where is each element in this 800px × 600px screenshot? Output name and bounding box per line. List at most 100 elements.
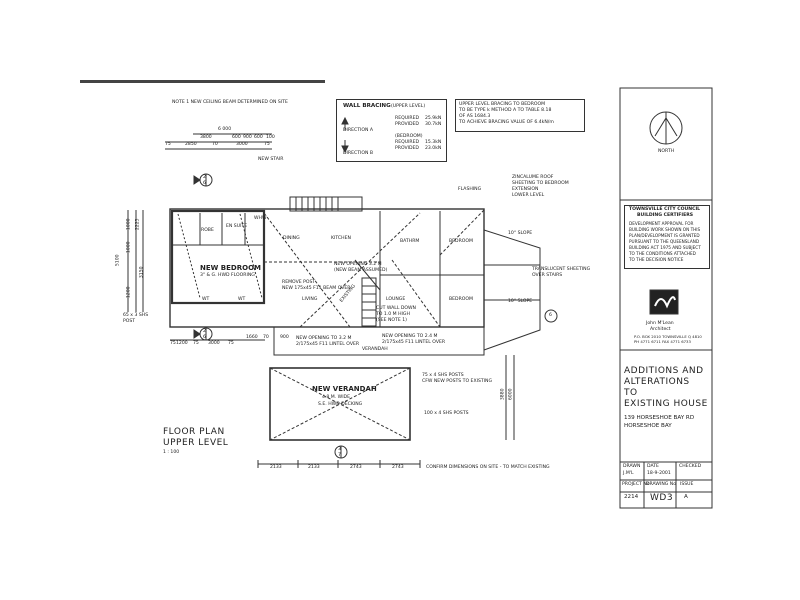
opening-left-1: NEW OPENING TO 3.2 M [296,336,352,341]
project-title-3: TO [624,388,638,398]
translucent-1: TRANSLUCENT SHEETING [532,267,591,272]
provided-a-label: PROVIDED [395,122,419,127]
plan-title-line1: FLOOR PLAN [163,427,225,437]
room-kitchen: KITCHEN [331,236,351,241]
section-6-top: 6 [203,181,206,186]
wall-bracing-title: WALL BRACING [343,103,391,109]
issue-value: A [684,494,688,500]
section-6-bottom: 6 [203,335,206,340]
council-stamp: TOWNSVILLE CITY COUNCIL BUILDING CERTIFI… [624,205,710,269]
dim-top-r1-1: 600 [232,135,241,140]
dim-verandah-0: 2133 [270,465,282,470]
room-lounge: LOUNGE [386,297,406,302]
shs-posts-1a: 75 x 4 SHS POSTS [422,373,464,378]
dim-verandah-1: 2133 [308,465,320,470]
dim-left-0: 1000 [126,218,132,231]
new-opening-1: NEW OPENING 3.2 M [334,262,382,267]
room-new-verandah-sub1: 4.8 M. WIDE [322,395,350,400]
section-6-right: 6 [549,313,552,318]
new-opening-2: (NEW BEAM ASSUMED) [334,268,388,273]
zincalume-3: EXTENSION [512,187,539,192]
dim-right-2: 6000 [508,388,514,401]
plan-title-line2: UPPER LEVEL [163,438,229,448]
approval-6: TO THE CONDITIONS ATTACHED [629,251,696,256]
scan-edge-bar [80,80,325,83]
council-name: TOWNSVILLE CITY COUNCIL [629,207,701,212]
dim-top-r2-3: 3000 [236,142,248,147]
provided-b-value: 23.0kN [425,146,442,151]
architect-addr-2: PH 4771 6711 FAX 4771 6733 [634,339,691,344]
shs-posts-1b: CFW NEW POSTS TO EXISTING [422,379,493,384]
required-b-value: 15.3kN [425,140,442,145]
dim-left-4: 3150 [139,266,145,279]
cut-wall-3: (SEE NOTE 1) [376,318,407,323]
upper-bracing-line1: UPPER LEVEL BRACING TO BEDROOM [459,102,546,107]
dim-top-r2-2: 70 [212,142,218,147]
provided-a-value: 30.7kN [425,122,442,127]
room-dining: DINING [283,236,300,241]
address-2: HORSESHOE BAY [624,423,672,429]
dim-bot-6: 70 [263,335,269,340]
room-new-verandah-sub2: S.E. HWD DECKING [318,402,363,407]
dim-top-r2-0: 75 [165,142,171,147]
shs-post-left-2: POST [123,319,136,324]
dim-left-3: 1200 [126,286,132,299]
checked-label: CHECKED [679,464,702,469]
dim-top-r1-0: 3800 [200,135,212,140]
dim-top-r1-4: 100 [266,135,275,140]
architect-addr-1: P.O. BOX 2010 TOWNSVILLE Q 4810 [634,334,702,339]
room-robe: ROBE [201,228,214,233]
upper-bracing-line3: OF AS 1684.3 [459,114,491,119]
drawn-value: J.M'L [623,471,634,476]
section-2-bottom: 2 [203,329,206,334]
slope-2: 10° SLOPE [508,299,533,304]
whw-label: WHW [254,216,267,221]
shs-post-left-1: 65 x 3 SHS [123,313,149,318]
drawing-no-label: DRAWING No [646,482,677,487]
slope-1: 10° SLOPE [508,231,533,236]
opening-right-2: 2/175x45 F11 LINTEL OVER [382,340,446,345]
dim-left-total: 5100 [115,254,121,267]
required-b-label: REQUIRED [395,140,420,145]
upper-bracing-line2: TO BE TYPE k METHOD A TO TABLE 8.18 [459,108,552,113]
remove-post-1: REMOVE POST [282,280,316,285]
wt-label-2: WT [238,297,246,302]
upper-bracing-box: UPPER LEVEL BRACING TO BEDROOM TO BE TYP… [455,99,585,132]
dim-right-1: 3880 [500,388,506,401]
required-a-label: REQUIRED [395,116,420,121]
room-en-suite: EN SUITE [226,224,248,229]
provided-b-label: PROVIDED [395,146,419,151]
project-title-2: ALTERATIONS [624,377,690,387]
room-bedroom-1: BEDROOM [449,239,473,244]
address-1: 139 HORSESHOE BAY RD [624,415,695,421]
dim-bot-5: 1660 [246,335,258,340]
north-label: NORTH [658,149,675,154]
dim-verandah-2: 2743 [350,465,362,470]
wall-bracing-subtitle: (UPPER LEVEL) [391,104,426,109]
dim-verandah-3: 2743 [392,465,404,470]
project-title-1: ADDITIONS AND [624,366,704,376]
direction-b-label: DIRECTION B [343,151,374,156]
upper-bracing-line4: TO ACHIEVE BRACING VALUE OF 6.4kN/m [459,120,554,125]
drawing-no-value: WD3 [650,493,674,503]
approval-2: BUILDING WORK SHOWN ON THIS [629,227,701,232]
room-new-bedroom-sub: 3" & G. HWD FLOORING [200,273,255,278]
dim-left-1: 2225 [135,218,141,231]
date-value: 18-9-2001 [647,471,671,476]
approval-5: BUILDING ACT 1975 AND SUBJECT [629,245,701,250]
dim-top-r1-2: 900 [243,135,252,140]
cut-wall-1: CUT WALL DOWN [376,306,416,311]
dim-bot-3: 3000 [208,341,220,346]
new-stair-label: NEW STAIR [258,157,284,162]
project-no-value: 2214 [624,494,639,500]
dim-bot-0: 75 [170,341,176,346]
opening-right-1: NEW OPENING TO 2.4 M [382,334,438,339]
approval-1: DEVELOPMENT APPROVAL FOR [629,221,694,226]
section-3: 3 [338,447,341,452]
dim-bot-7: 900 [280,335,289,340]
issue-label: ISSUE [680,482,694,487]
dim-top-r2-4: 75 [264,142,270,147]
section-7: 7 [338,453,341,458]
zincalume-2: SHEETING TO BEDROOM [512,181,569,186]
